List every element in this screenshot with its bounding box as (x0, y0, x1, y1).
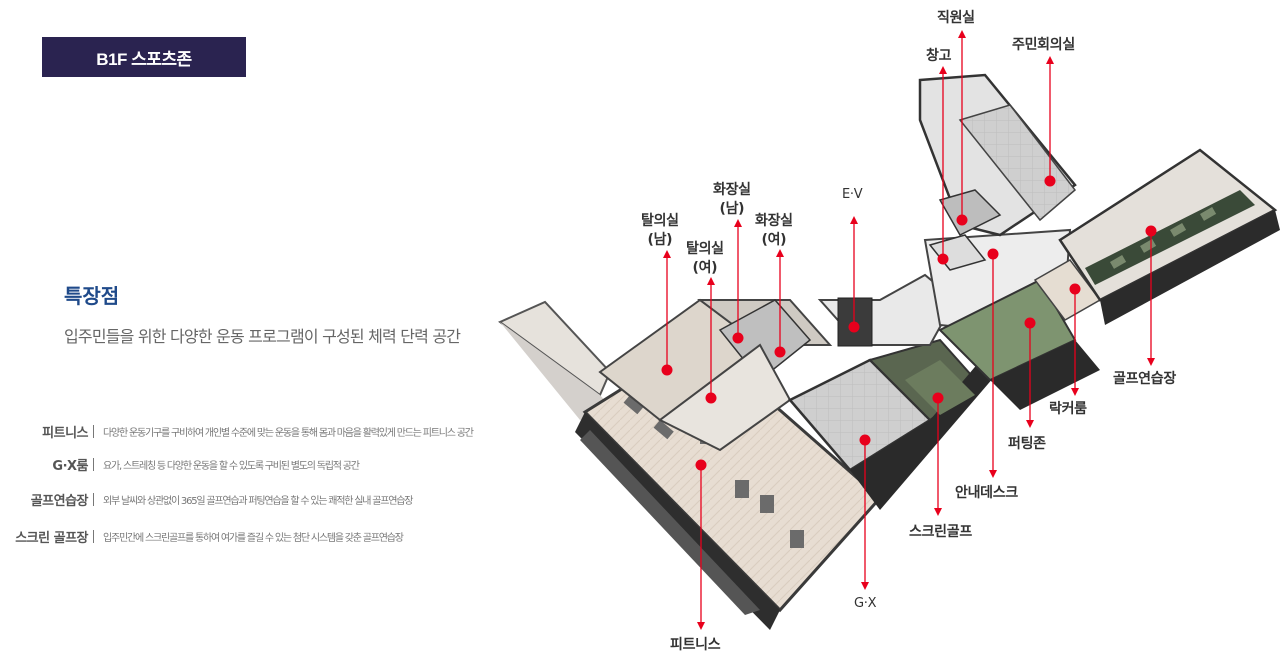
label-golf-practice: 골프연습장 (1113, 371, 1176, 387)
label-locker-men: 탈의실 (남) (641, 213, 679, 248)
facility-name: 골프연습장 (30, 494, 89, 509)
facility-name: G·X룸 (52, 459, 88, 474)
label-fitness: 피트니스 (670, 637, 721, 653)
golf-practice-wing (1058, 148, 1280, 325)
label-toilet-women: 화장실 (여) (755, 213, 793, 248)
facility-desc: 다양한 운동기구를 구비하여 개인별 수준에 맞는 운동을 통해 몸과 마음을 … (103, 428, 474, 439)
facility-name: 피트니스 (42, 426, 88, 441)
marker-lines (666, 36, 1152, 624)
divider (93, 458, 94, 471)
label-toilet-men: 화장실 (남) (713, 182, 751, 217)
features-title: 특장점 (64, 284, 120, 308)
facility-desc: 외부 날씨와 상관없이 365일 골프연습과 퍼팅연습을 할 수 있는 쾌적한 … (103, 496, 413, 507)
label-locker-room: 락커룸 (1049, 401, 1087, 417)
facility-row-fitness: 피트니스 다양한 운동기구를 구비하여 개인별 수준에 맞는 운동을 통해 몸과… (0, 422, 474, 441)
facility-row-screen-golf: 스크린 골프장 입주민간에 스크린골프를 통하여 여가를 즐길 수 있는 첨단 … (0, 527, 404, 546)
label-storage: 창고 (926, 48, 952, 64)
features-subtitle: 입주민들을 위한 다양한 운동 프로그램이 구성된 체력 단력 공간 (64, 327, 461, 346)
label-meeting-room: 주민회의실 (1012, 37, 1075, 53)
floor-badge: B1F 스포츠존 (42, 37, 246, 77)
location-markers (661, 175, 1157, 471)
label-gx-room: G·X (854, 596, 877, 611)
top-block (918, 73, 1077, 271)
facility-row-gx: G·X룸 요가, 스트레칭 등 다양한 운동을 할 수 있도록 구비된 별도의 … (0, 455, 360, 474)
label-putting-zone: 퍼팅존 (1008, 436, 1046, 452)
divider (93, 425, 94, 438)
facility-desc: 요가, 스트레칭 등 다양한 운동을 할 수 있도록 구비된 별도의 독립적 공… (103, 461, 360, 472)
label-staff-room: 직원실 (937, 10, 975, 26)
facility-row-golf: 골프연습장 외부 날씨와 상관없이 365일 골프연습과 퍼팅연습을 할 수 있… (0, 490, 413, 509)
arrowheads (663, 30, 1155, 630)
label-locker-women: 탈의실 (여) (686, 241, 724, 276)
divider (93, 530, 94, 543)
locker-block (598, 298, 833, 452)
gx-screen-block (788, 338, 1000, 510)
label-info-desk: 안내데스크 (955, 485, 1018, 501)
facility-desc: 입주민간에 스크린골프를 통하여 여가를 즐길 수 있는 첨단 시스템을 갖춘 … (103, 533, 404, 544)
label-elevator: E·V (842, 187, 863, 202)
divider (93, 493, 94, 506)
facility-name: 스크린 골프장 (15, 531, 88, 546)
label-screen-golf: 스크린골프 (909, 524, 972, 540)
